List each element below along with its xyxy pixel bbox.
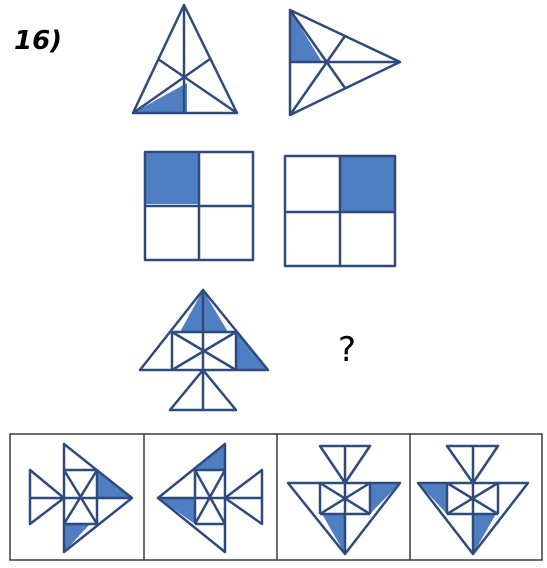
figure-triangle-up [131, 3, 239, 115]
shaded-region [145, 152, 199, 204]
shaded-region [340, 156, 395, 212]
option-c[interactable] [286, 444, 402, 556]
options-frame [9, 433, 543, 561]
missing-figure-mark: ? [338, 330, 357, 370]
shaded-region [133, 83, 187, 113]
figure-triangle-right [288, 8, 402, 117]
figure-fish-up [138, 288, 270, 412]
question-number: 16) [14, 26, 63, 56]
option-d[interactable] [416, 444, 530, 556]
option-b[interactable] [156, 442, 264, 554]
figure-square-left [143, 150, 255, 262]
option-a[interactable] [28, 442, 134, 554]
figure-square-right [283, 154, 397, 268]
